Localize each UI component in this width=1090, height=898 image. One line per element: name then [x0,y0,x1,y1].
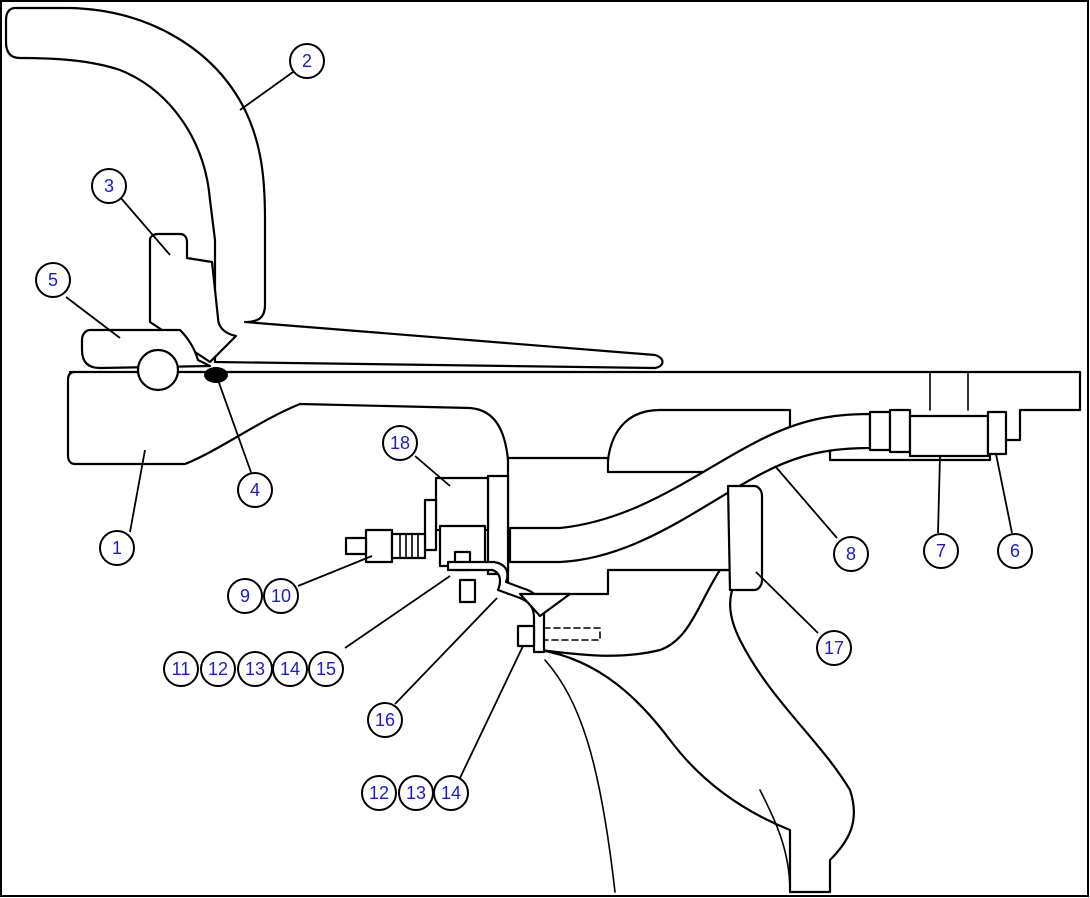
fitting-small [423,498,438,552]
lower-bolt-head [516,624,536,648]
lower-bolt-shank [543,627,601,641]
svg-text:7: 7 [936,541,946,561]
callout-15: 15 [308,651,344,687]
svg-text:18: 18 [390,433,410,453]
svg-text:2: 2 [302,51,312,71]
svg-text:3: 3 [104,176,114,196]
hose-end-fitting [868,410,892,452]
callout-5: 5 [35,262,71,298]
callout-3: 3 [91,168,127,204]
pump-flange [486,474,510,576]
svg-text:6: 6 [1010,541,1020,561]
callout-13a: 13 [237,651,273,687]
frame-rail [66,370,1082,466]
callout-13b: 13 [398,775,434,811]
leader-lines [65,71,1013,779]
svg-text:13: 13 [406,783,426,803]
callout-14b: 14 [433,775,469,811]
plate-17 [726,484,764,592]
svg-text:14: 14 [441,783,461,803]
svg-text:10: 10 [271,586,291,606]
mount-bracket-lower [518,592,572,618]
sensor-nut [344,536,368,556]
svg-text:15: 15 [316,659,336,679]
callout-11: 11 [163,651,199,687]
callout-1: 1 [99,530,135,566]
callout-6: 6 [997,533,1033,569]
svg-text:1: 1 [112,538,122,558]
callout-9: 9 [227,578,263,614]
sensor-thread [390,532,427,560]
callout-18: 18 [382,425,418,461]
svg-text:9: 9 [240,586,250,606]
lower-tube-inner [759,789,791,893]
nut-6 [986,410,1008,456]
svg-text:17: 17 [824,638,844,658]
svg-text:13: 13 [245,659,265,679]
frame-seam [929,371,969,411]
callout-8: 8 [833,536,869,572]
lower-arm [538,568,855,894]
hose-coupling [888,408,912,454]
callout-12a: 12 [200,651,236,687]
callout-2: 2 [289,43,325,79]
svg-text:5: 5 [48,270,58,290]
fitting-7 [908,414,990,458]
svg-text:4: 4 [250,480,260,500]
weld-bead [204,367,228,383]
callout-4: 4 [237,472,273,508]
callout-17: 17 [816,630,852,666]
svg-text:14: 14 [280,659,300,679]
svg-text:12: 12 [369,783,389,803]
svg-text:8: 8 [846,544,856,564]
callout-14a: 14 [272,651,308,687]
strap-bolt [458,578,477,604]
upper-bracket [4,6,664,370]
clamp-knob [136,348,180,392]
clamp-bar [80,328,212,370]
callout-10: 10 [263,578,299,614]
callout-16: 16 [367,702,403,738]
callout-12b: 12 [361,775,397,811]
sensor-thread-lines [399,533,419,559]
svg-text:12: 12 [208,659,228,679]
callout-7: 7 [923,533,959,569]
lower-tube [544,659,616,893]
svg-text:16: 16 [375,710,395,730]
svg-text:11: 11 [172,659,191,679]
fitting-nut-18 [434,476,490,532]
